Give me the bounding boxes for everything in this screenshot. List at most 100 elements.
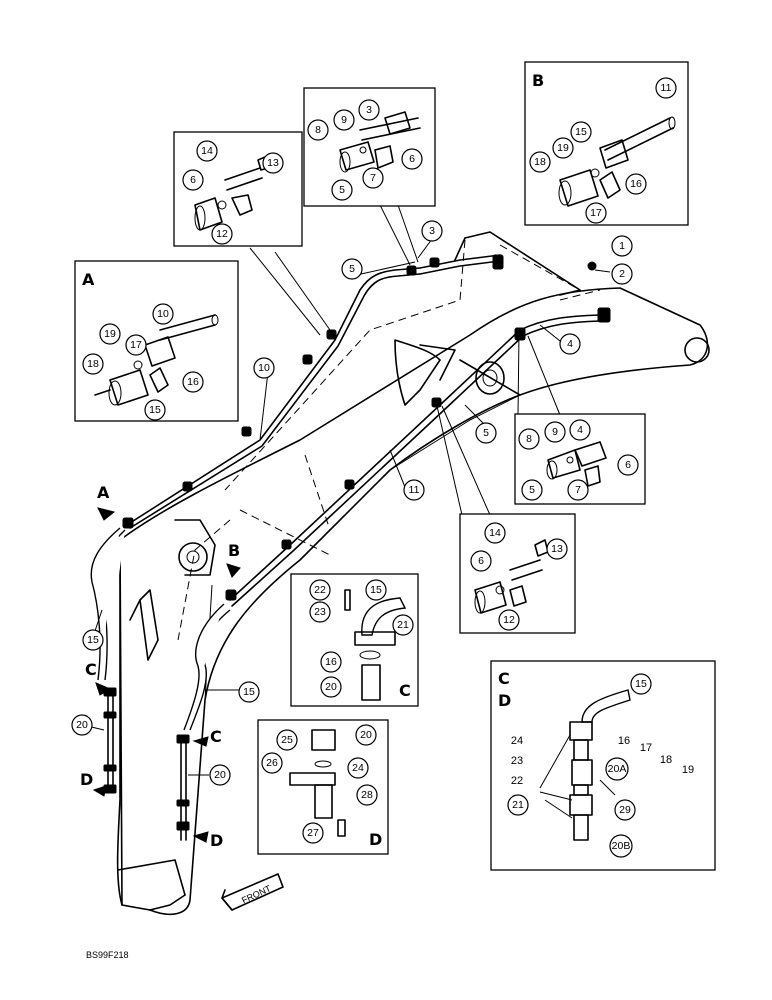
callout-5: 5 — [341, 258, 363, 280]
callout-mr-13: 13 — [546, 538, 568, 560]
callout-r-6: 6 — [617, 454, 639, 476]
clamp-icon — [176, 799, 190, 807]
callout-mr-14: 14 — [484, 522, 506, 544]
clamp-icon — [103, 764, 117, 772]
clamp-icon — [225, 589, 237, 601]
callout-a-19: 19 — [99, 323, 121, 345]
callout-b-18: 18 — [529, 151, 551, 173]
arrow-icon — [192, 831, 209, 843]
callout-c-21: 21 — [392, 614, 414, 636]
clamp-icon — [281, 539, 292, 550]
callout-b-19: 19 — [552, 137, 574, 159]
callout-r-9: 9 — [544, 421, 566, 443]
svg-text:18: 18 — [534, 156, 546, 168]
label-cd-19: 19 — [682, 764, 694, 776]
clamp-icon — [241, 426, 252, 437]
callout-cd-21: 21 — [507, 794, 529, 816]
clamp-icon — [597, 307, 611, 323]
svg-text:4: 4 — [567, 338, 573, 350]
svg-text:20: 20 — [76, 719, 88, 731]
callout-20-left: 20 — [71, 714, 93, 736]
callout-c-23: 23 — [309, 601, 331, 623]
arrow-icon — [95, 682, 112, 696]
svg-text:8: 8 — [526, 433, 532, 445]
svg-text:5: 5 — [349, 263, 355, 275]
callout-b-17: 17 — [585, 202, 607, 224]
view-letter-d-main: D — [80, 770, 93, 789]
callout-a-10: 10 — [152, 303, 174, 325]
svg-text:9: 9 — [552, 426, 558, 438]
svg-text:28: 28 — [361, 789, 373, 801]
svg-text:12: 12 — [216, 228, 228, 240]
svg-text:3: 3 — [366, 104, 372, 116]
clamp-icon — [429, 257, 440, 268]
view-letter-d-main-right: D — [210, 831, 223, 850]
svg-text:3: 3 — [429, 225, 435, 237]
inset-cd-letter-c: C — [498, 669, 510, 688]
callout-2: 2 — [611, 263, 633, 285]
svg-text:5: 5 — [483, 427, 489, 439]
callout-d-27: 27 — [302, 822, 324, 844]
svg-text:15: 15 — [370, 584, 382, 596]
callout-t-13: 13 — [262, 152, 284, 174]
callout-a-17: 17 — [125, 334, 147, 356]
clamp-icon — [122, 517, 134, 529]
svg-text:11: 11 — [661, 82, 672, 94]
svg-text:10: 10 — [258, 362, 270, 374]
svg-text:14: 14 — [201, 145, 213, 157]
label-cd-24: 24 — [511, 735, 523, 747]
svg-text:16: 16 — [187, 376, 199, 388]
label-cd-22: 22 — [511, 775, 523, 787]
svg-text:20: 20 — [325, 681, 337, 693]
arrow-icon — [97, 507, 116, 521]
label-cd-16: 16 — [618, 735, 630, 747]
svg-text:15: 15 — [243, 686, 255, 698]
clamp-icon — [182, 481, 193, 492]
callout-d-25: 25 — [276, 729, 298, 751]
svg-text:10: 10 — [157, 308, 169, 320]
svg-text:20A: 20A — [608, 763, 627, 775]
callout-b-11: 11 — [655, 77, 677, 99]
clamp-icon — [176, 821, 190, 831]
callout-11: 11 — [403, 479, 425, 501]
svg-text:16: 16 — [630, 178, 642, 190]
view-letter-c-main-right: C — [210, 727, 222, 746]
svg-text:6: 6 — [478, 555, 484, 567]
label-cd-23: 23 — [511, 755, 523, 767]
callout-c-20: 20 — [320, 676, 342, 698]
svg-text:20: 20 — [360, 729, 372, 741]
callout-3: 3 — [421, 220, 443, 242]
svg-text:21: 21 — [397, 619, 409, 631]
view-arrows — [92, 507, 241, 843]
arrow-icon — [226, 563, 241, 578]
callout-15-left: 15 — [82, 629, 104, 651]
clamp-icon — [406, 265, 417, 276]
svg-text:7: 7 — [370, 172, 376, 184]
svg-text:18: 18 — [87, 358, 99, 370]
inset-c: C — [290, 573, 419, 707]
callout-cd-20a: 20A — [605, 757, 629, 781]
svg-text:15: 15 — [575, 126, 587, 138]
inset-b: B — [524, 61, 689, 226]
callout-t-6: 6 — [182, 169, 204, 191]
svg-text:8: 8 — [315, 124, 321, 136]
line-clamps — [103, 254, 611, 831]
callout-d-24: 24 — [347, 757, 369, 779]
svg-text:14: 14 — [489, 527, 501, 539]
svg-text:15: 15 — [149, 404, 161, 416]
callout-a-16: 16 — [182, 371, 204, 393]
svg-text:15: 15 — [635, 678, 647, 690]
inset-flange-middle-right — [459, 513, 576, 634]
callout-c-16: 16 — [320, 651, 342, 673]
callout-tm-3: 3 — [358, 99, 380, 121]
clamp-icon — [326, 329, 337, 340]
svg-text:24: 24 — [352, 762, 364, 774]
svg-text:6: 6 — [625, 459, 631, 471]
svg-text:13: 13 — [267, 157, 279, 169]
figure-code: BS99F218 — [86, 950, 129, 960]
svg-text:22: 22 — [314, 584, 326, 596]
svg-text:19: 19 — [557, 142, 569, 154]
callout-mr-12: 12 — [498, 609, 520, 631]
callout-1: 1 — [611, 235, 633, 257]
